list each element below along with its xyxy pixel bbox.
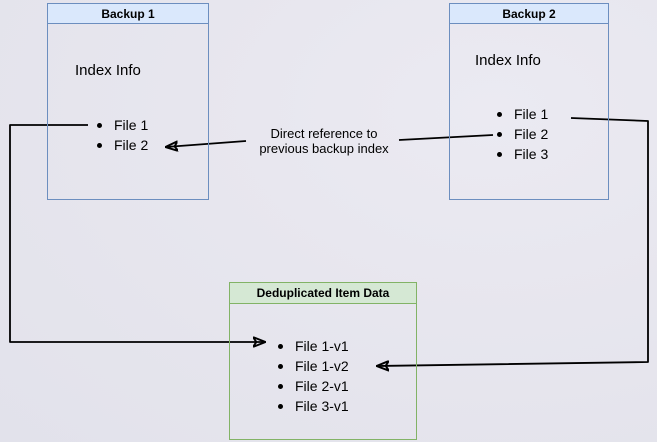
file-label: File 2 [114, 137, 149, 153]
list-item: File 2-v1 [278, 376, 349, 396]
bullet-icon [278, 403, 283, 409]
file-label: File 2-v1 [295, 378, 349, 394]
file-label: File 1-v2 [295, 358, 349, 374]
file-label: File 3 [514, 146, 549, 162]
annotation-direct-reference: Direct reference to previous backup inde… [259, 126, 389, 156]
backup2-title: Backup 2 [450, 4, 608, 24]
bullet-icon [278, 383, 283, 389]
file-label: File 1 [114, 117, 149, 133]
dedup-title: Deduplicated Item Data [230, 283, 416, 304]
file-label: File 1 [514, 106, 549, 122]
dedup-box: Deduplicated Item Data [229, 282, 417, 440]
bullet-icon [97, 122, 102, 128]
bullet-icon [97, 142, 102, 148]
backup2-box: Backup 2 [449, 3, 609, 200]
backup2-index-info-label: Index Info [475, 52, 541, 69]
dedup-file-list: File 1-v1 File 1-v2 File 2-v1 File 3-v1 [278, 336, 349, 416]
list-item: File 3-v1 [278, 396, 349, 416]
file-label: File 3-v1 [295, 398, 349, 414]
list-item: File 1-v1 [278, 336, 349, 356]
bullet-icon [278, 343, 283, 349]
bullet-icon [497, 151, 502, 157]
bullet-icon [497, 131, 502, 137]
bullet-icon [497, 111, 502, 117]
list-item: File 2 [497, 124, 548, 144]
list-item: File 3 [497, 144, 548, 164]
backup1-title: Backup 1 [48, 4, 208, 24]
file-label: File 1-v1 [295, 338, 349, 354]
backup2-file-list: File 1 File 2 File 3 [497, 104, 548, 164]
backup1-file-list: File 1 File 2 [97, 115, 148, 155]
file-label: File 2 [514, 126, 549, 142]
list-item: File 1 [497, 104, 548, 124]
list-item: File 1 [97, 115, 148, 135]
list-item: File 1-v2 [278, 356, 349, 376]
backup1-index-info-label: Index Info [75, 62, 141, 79]
bullet-icon [278, 363, 283, 369]
list-item: File 2 [97, 135, 148, 155]
backup1-box: Backup 1 [47, 3, 209, 200]
